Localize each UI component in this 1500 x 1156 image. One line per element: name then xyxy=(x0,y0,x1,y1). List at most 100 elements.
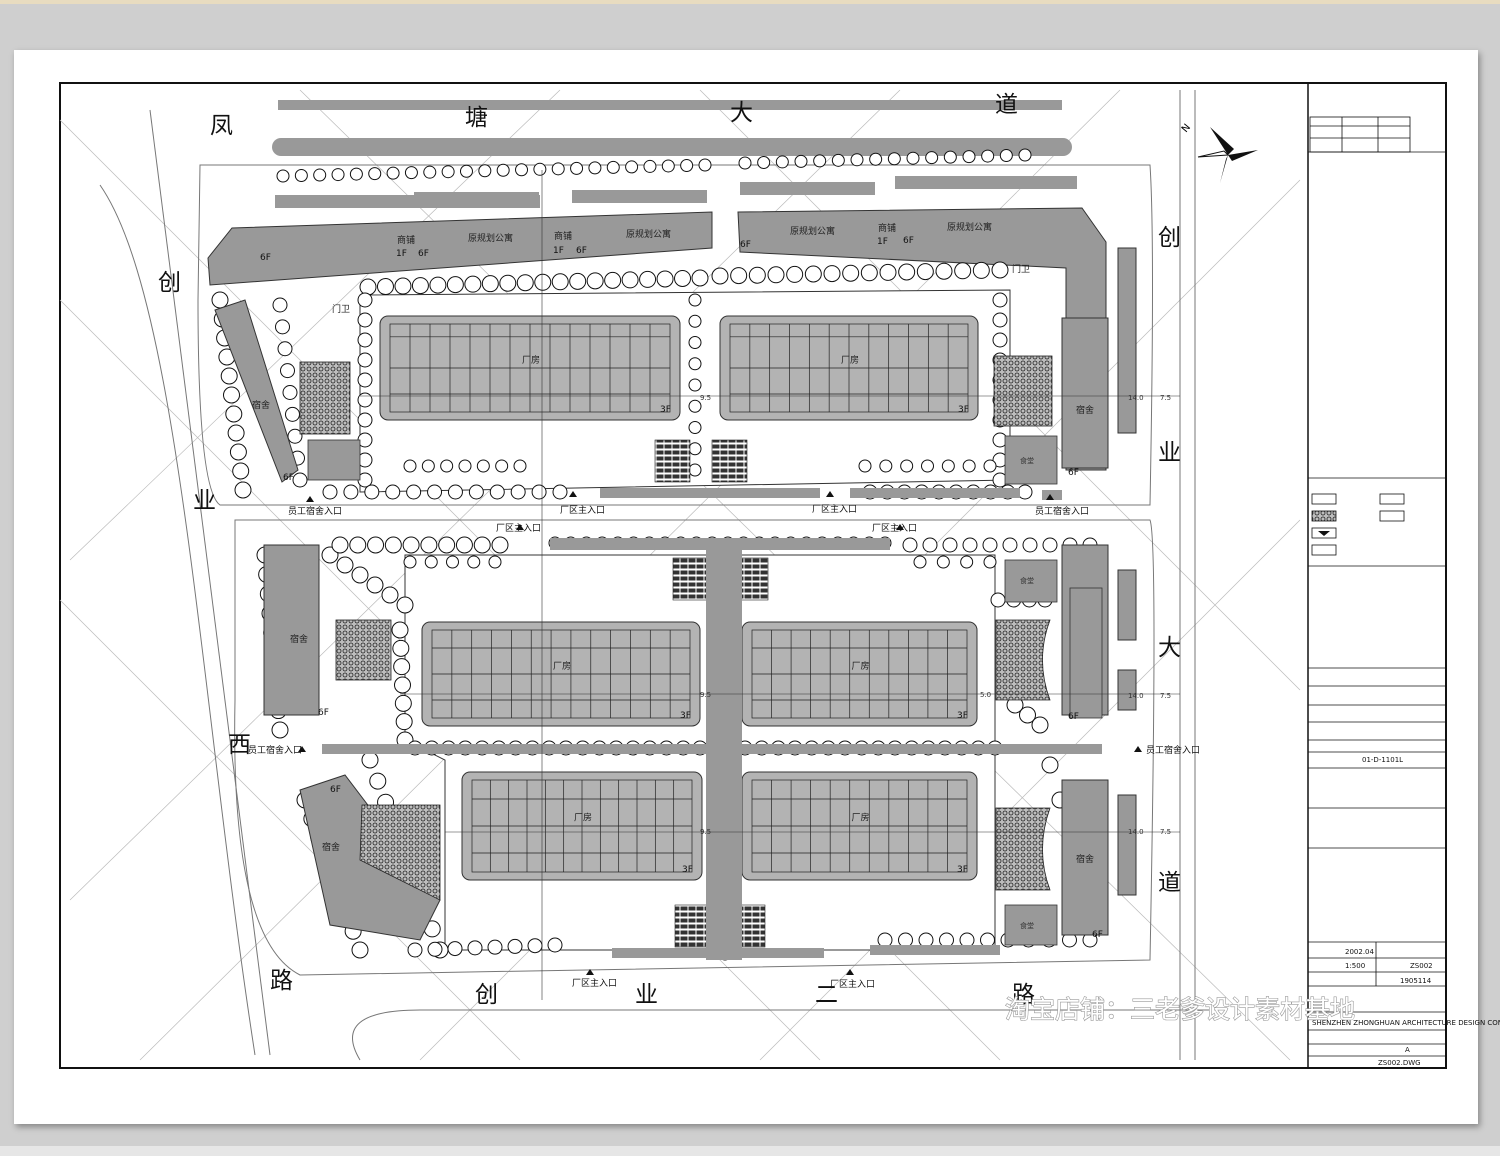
label-dorm-3: 宿舍 xyxy=(322,841,340,853)
building-labels: 商铺 原规划公寓 商铺 原规划公寓 原规划公寓 商铺 原规划公寓 6F 1F 6… xyxy=(252,221,1103,940)
floor-label: 6F xyxy=(418,249,429,259)
tree-icon xyxy=(688,357,702,371)
tree-icon xyxy=(359,278,377,296)
dim-label: 5.0 xyxy=(980,691,991,699)
tree-icon xyxy=(1002,537,1018,553)
floor-label: 6F xyxy=(330,785,341,795)
tree-icon xyxy=(473,536,491,554)
entrance-arrow-icon xyxy=(306,496,314,502)
company-name: SHENZHEN ZHONGHUAN ARCHITECTURE DESIGN C… xyxy=(1312,1019,1500,1027)
top-bar xyxy=(0,0,1500,4)
floor-label: 3F xyxy=(682,865,693,875)
tree-icon xyxy=(990,592,1006,608)
road-west-2: 业 xyxy=(193,488,216,514)
floor-label: 1F xyxy=(877,237,888,247)
tree-icon xyxy=(361,751,379,769)
tree-icon xyxy=(507,938,523,954)
tree-icon xyxy=(367,536,385,554)
tree-icon xyxy=(271,721,289,739)
floor-label: 6F xyxy=(740,240,751,250)
tree-icon xyxy=(1019,706,1036,724)
tree-icon xyxy=(322,484,338,500)
tree-icon xyxy=(992,292,1008,308)
tree-icon xyxy=(674,269,692,287)
label-office-1: 原规划公寓 xyxy=(468,232,513,244)
hatched-courts xyxy=(299,355,1053,901)
tree-icon xyxy=(962,150,976,164)
tree-icon xyxy=(491,536,509,554)
label-dorm-4: 宿舍 xyxy=(1076,404,1094,416)
tree-icon xyxy=(991,261,1009,279)
tree-icon xyxy=(488,555,502,569)
factory-entrance-n2: 厂区主入口 xyxy=(812,503,857,515)
floor-label: 6F xyxy=(576,246,587,256)
tree-icon xyxy=(688,421,702,434)
tree-icon xyxy=(688,336,702,349)
tree-icon xyxy=(423,165,437,179)
tree-icon xyxy=(551,162,565,176)
tree-icon xyxy=(935,262,953,280)
dorm-entrance-ne: 员工宿舍入口 xyxy=(1035,505,1089,517)
tree-icon xyxy=(794,154,808,168)
tree-icon xyxy=(639,270,657,288)
tree-icon xyxy=(516,274,534,292)
tree-icon xyxy=(1017,484,1033,500)
label-factory: 厂房 xyxy=(553,660,571,672)
floor-label: 1F xyxy=(396,249,407,259)
road-labels: 凤 塘 大 道 创 业 西 路 创 业 大 道 创 业 二 路 xyxy=(158,92,1181,1008)
tree-icon xyxy=(680,158,694,172)
road-south-1: 创 xyxy=(475,982,498,1008)
factory-entrance-mid-e: 厂区主入口 xyxy=(872,522,917,534)
road-north-4: 道 xyxy=(995,92,1018,118)
tree-icon xyxy=(527,938,543,954)
tree-icon xyxy=(1018,148,1032,162)
revision: A xyxy=(1405,1046,1410,1054)
tree-icon xyxy=(691,269,709,287)
tree-icon xyxy=(349,536,367,554)
tree-icon xyxy=(992,312,1008,328)
tree-icon xyxy=(331,168,345,182)
tree-icon xyxy=(858,459,872,473)
tree-icon xyxy=(424,555,438,569)
floor-label: 6F xyxy=(903,236,914,246)
tree-icon xyxy=(351,566,369,584)
tree-icon xyxy=(531,484,547,500)
label-shop-1: 商铺 xyxy=(397,234,415,246)
tree-icon xyxy=(234,481,252,499)
tree-icon xyxy=(983,555,997,569)
floor-label: 3F xyxy=(680,711,691,721)
tree-icon xyxy=(357,412,373,428)
dim-label: 14.0 xyxy=(1128,394,1144,402)
entrance-arrow-icon xyxy=(516,524,524,530)
tree-icon xyxy=(476,459,490,473)
tree-icon xyxy=(369,772,387,790)
tree-icon xyxy=(429,276,447,294)
tree-icon xyxy=(331,536,349,554)
tree-icon xyxy=(513,459,527,473)
entrance-arrow-icon xyxy=(896,524,904,530)
tree-icon xyxy=(386,166,400,180)
tree-icon xyxy=(368,167,382,181)
tree-icon xyxy=(467,940,483,956)
dorm-entrance-nw: 员工宿舍入口 xyxy=(288,505,342,517)
tree-icon xyxy=(282,385,298,400)
floor-label: 1F xyxy=(553,246,564,256)
tree-icon xyxy=(942,537,958,553)
tree-icon xyxy=(421,459,435,473)
tree-icon xyxy=(962,537,978,553)
tree-icon xyxy=(447,484,463,500)
floor-label: 6F xyxy=(1068,712,1079,722)
tree-icon xyxy=(887,152,901,166)
tree-icon xyxy=(229,443,247,461)
tree-icon xyxy=(869,152,883,166)
tree-icon xyxy=(403,555,417,569)
tree-icon xyxy=(357,372,373,388)
tree-icon xyxy=(446,276,464,294)
label-guard-2: 门卫 xyxy=(1012,263,1030,275)
label-office-3: 原规划公寓 xyxy=(790,225,835,237)
entrance-arrow-icon xyxy=(298,746,306,752)
tree-icon xyxy=(551,273,569,291)
tree-icon xyxy=(748,266,766,284)
dim-label: 7.5 xyxy=(1160,692,1171,700)
floor-label: 3F xyxy=(958,405,969,415)
